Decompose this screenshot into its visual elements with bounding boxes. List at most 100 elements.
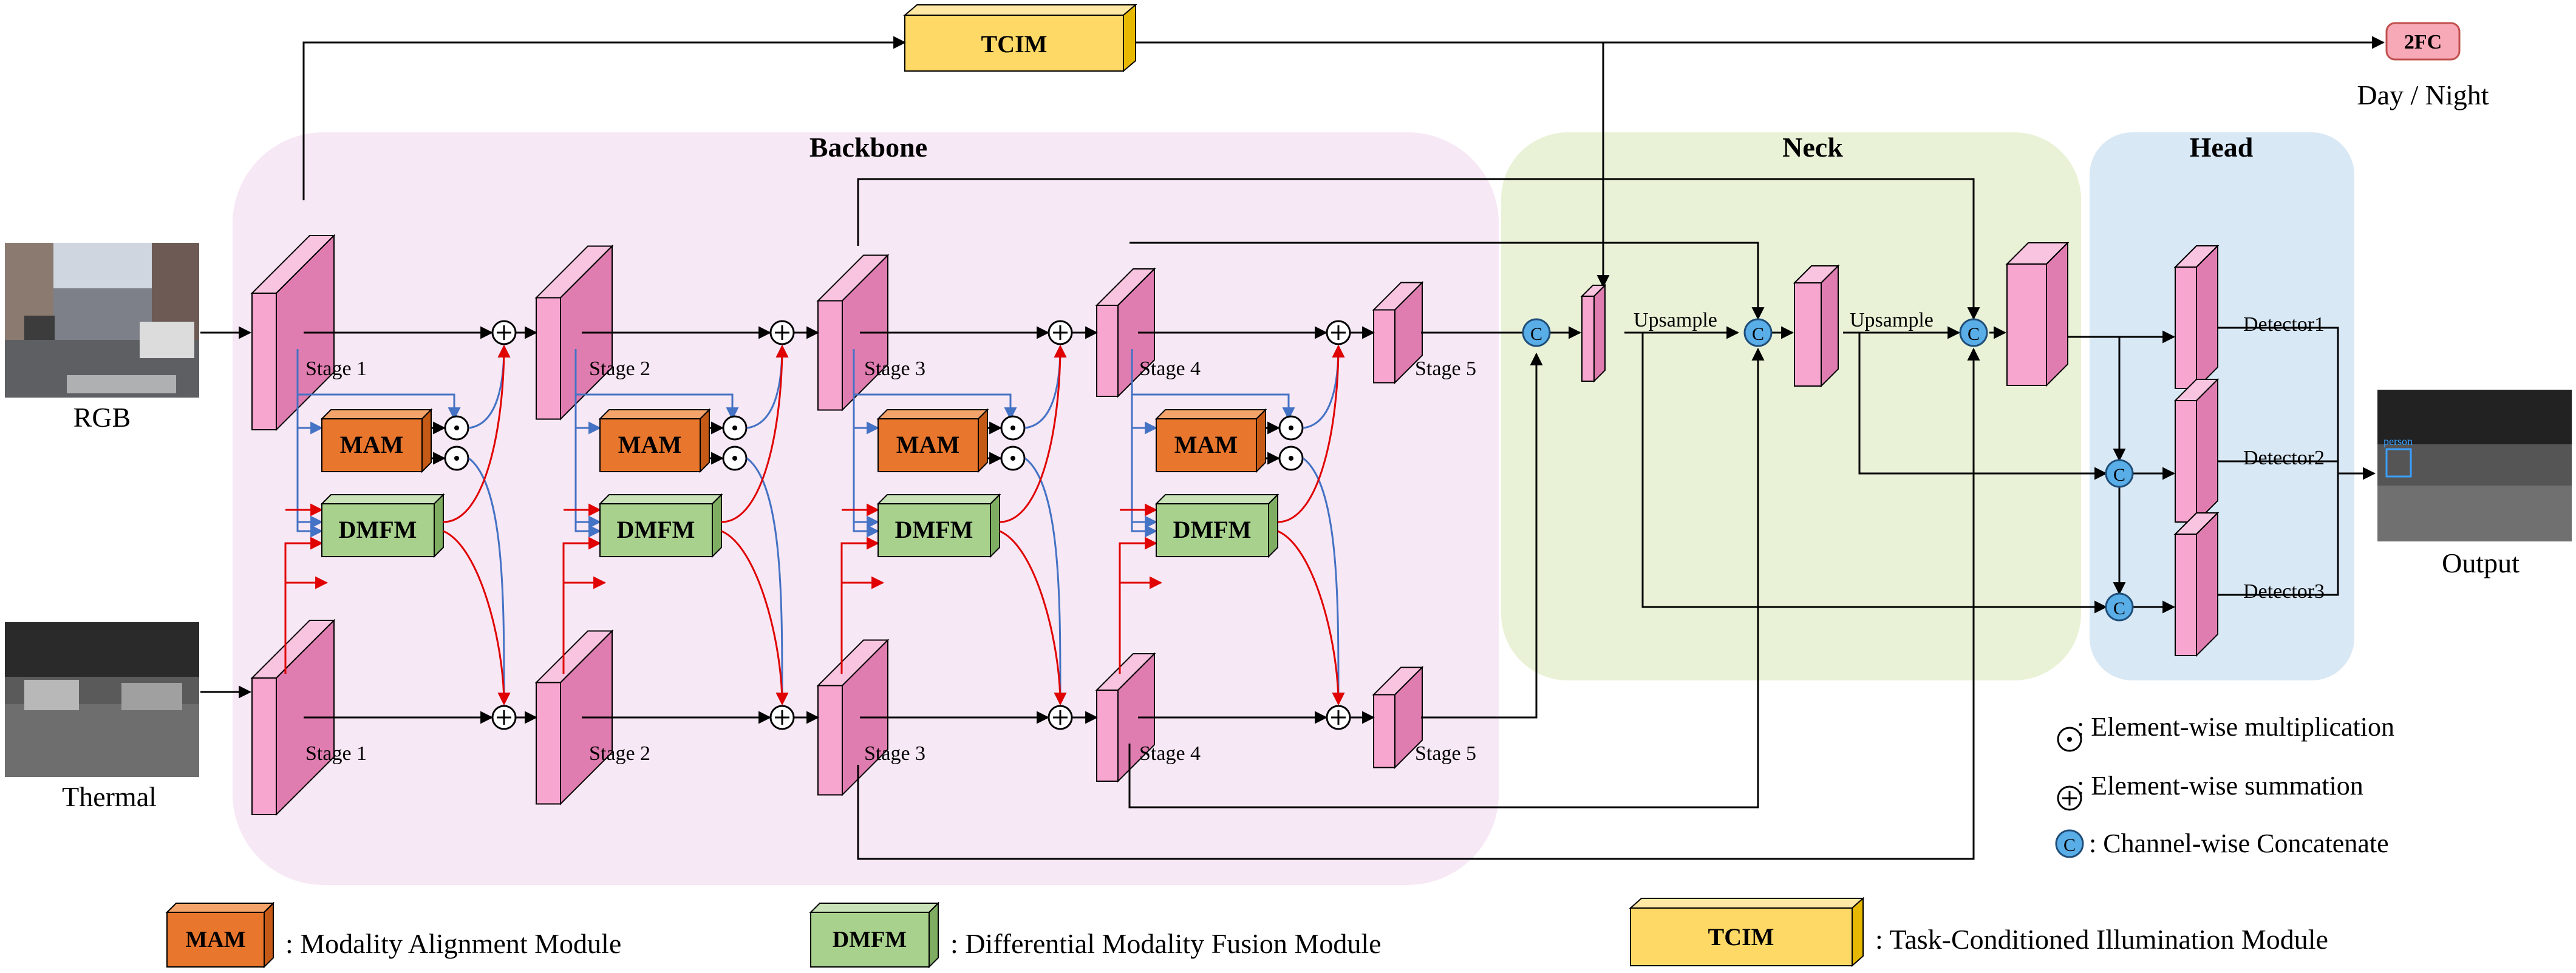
output-image: person	[2377, 390, 2572, 541]
concat-icon: C	[1743, 318, 1773, 347]
head-title: Head	[2190, 132, 2254, 163]
mam-block: MAM	[320, 408, 433, 473]
svg-text:C: C	[1530, 324, 1542, 344]
oplus-icon	[769, 320, 795, 345]
neck-concat-nodes: C C C	[1522, 318, 1988, 347]
stage-label: Stage 5	[1415, 358, 1476, 380]
stage-label: Stage 1	[305, 358, 367, 380]
day-night-label: Day / Night	[2357, 80, 2489, 110]
oplus-icon	[491, 705, 517, 730]
backbone-title: Backbone	[809, 132, 927, 163]
legend-mult: : Element-wise multiplication	[2077, 712, 2394, 742]
stage-label: Stage 2	[589, 358, 650, 380]
concat-icon: C	[2105, 592, 2134, 622]
detector-blocks	[2173, 244, 2220, 657]
legend-concat: : Channel-wise Concatenate	[2089, 829, 2389, 858]
upsample-label-1: Upsample	[1634, 309, 1717, 331]
tcim-connections	[302, 36, 2385, 288]
dmfm-block: DMFM	[598, 493, 723, 558]
detector-label-2: Detector2	[2243, 447, 2325, 469]
detector-label-1: Detector1	[2243, 313, 2325, 336]
oplus-icon	[1326, 705, 1351, 730]
stage-label: Stage 3	[864, 358, 925, 380]
svg-text:C: C	[2113, 465, 2125, 485]
stage-label: Stage 5	[1415, 742, 1476, 765]
dmfm-label: DMFM	[339, 516, 417, 543]
thermal-image	[5, 622, 199, 777]
legend-tcim: : Task-Conditioned Illumination Module	[1875, 924, 2328, 955]
head-structure	[2068, 327, 2376, 614]
odot-icon	[1278, 446, 1304, 471]
stage-block-rgb	[1095, 267, 1156, 398]
oplus-icon	[1048, 705, 1073, 730]
svg-text:C: C	[1752, 324, 1764, 344]
dmfm-block: DMFM	[320, 493, 445, 558]
dmfm-label: DMFM	[617, 516, 695, 543]
legend-tcim-block: TCIM	[1629, 897, 1865, 968]
mam-block: MAM	[1154, 408, 1267, 473]
fusion-unit: MAM DMFM	[1119, 320, 1375, 730]
dmfm-label: DMFM	[1173, 516, 1252, 543]
svg-text:C: C	[1968, 324, 1980, 344]
concat-icon: C	[2105, 459, 2134, 488]
stage-label: Stage 1	[305, 742, 367, 765]
stage-labels-thermal: Stage 1 Stage 2 Stage 3 Stage 4 Stage 5	[305, 742, 1476, 765]
dmfm-label: DMFM	[895, 516, 973, 543]
stage-labels-rgb: Stage 1 Stage 2 Stage 3 Stage 4 Stage 5	[305, 358, 1476, 380]
legend-sum: : Element-wise summation	[2077, 771, 2363, 801]
concat-icon: C	[1959, 318, 1988, 347]
stage-label: Stage 3	[864, 742, 925, 765]
dmfm-block: DMFM	[876, 493, 1001, 558]
odot-icon	[1000, 415, 1026, 441]
legend-modules: MAM : Modality Alignment Module DMFM : D…	[165, 897, 2328, 969]
oplus-icon	[1326, 320, 1351, 345]
mam-block: MAM	[876, 408, 989, 473]
mam-label: MAM	[1174, 431, 1238, 458]
stage-block-thermal	[1095, 652, 1156, 783]
fc-label: 2FC	[2404, 31, 2442, 53]
fusion-unit: MAM DMFM	[284, 320, 538, 730]
oplus-icon	[491, 320, 517, 345]
stage-label: Stage 4	[1139, 742, 1201, 765]
fc-block	[2385, 22, 2461, 61]
stage-label: Stage 4	[1139, 358, 1201, 380]
detection-label: person	[2383, 435, 2413, 447]
neck-title: Neck	[1782, 132, 1843, 163]
odot-icon	[722, 446, 748, 471]
legend-mam-label: MAM	[185, 927, 245, 952]
rgb-label: RGB	[73, 402, 131, 433]
stage-block-thermal	[1372, 666, 1424, 769]
legend-tcim-label: TCIM	[1708, 923, 1774, 951]
tcim-label: TCIM	[981, 30, 1048, 58]
head-region	[2090, 132, 2354, 680]
detector-label-3: Detector3	[2243, 580, 2325, 603]
svg-text:C: C	[2113, 598, 2125, 619]
legend-mam: : Modality Alignment Module	[285, 928, 621, 959]
odot-icon	[444, 446, 469, 471]
stage-block-rgb	[1372, 281, 1424, 384]
concat-icon: C	[1522, 318, 1551, 347]
odot-icon	[1000, 446, 1026, 471]
oplus-icon	[769, 705, 795, 730]
odot-icon	[444, 415, 469, 441]
concat-icon: C	[2055, 829, 2084, 858]
neck-structure	[857, 178, 2108, 860]
tcim-block	[903, 3, 1137, 73]
head-concat-nodes: C C	[2105, 459, 2134, 622]
output-label: Output	[2442, 548, 2520, 578]
oplus-icon	[1048, 320, 1073, 345]
legend-dmfm-block: DMFM	[809, 901, 940, 969]
thermal-label: Thermal	[62, 781, 157, 812]
legend-mam-block: MAM	[165, 901, 275, 969]
upsample-label-2: Upsample	[1850, 309, 1934, 331]
odot-icon	[1278, 415, 1304, 441]
neck-region	[1501, 132, 2081, 680]
legend-dmfm: : Differential Modality Fusion Module	[950, 928, 1382, 959]
odot-icon	[722, 415, 748, 441]
neck-blocks	[1580, 241, 2070, 388]
rgb-image	[5, 243, 199, 398]
stage-label: Stage 2	[589, 742, 650, 765]
